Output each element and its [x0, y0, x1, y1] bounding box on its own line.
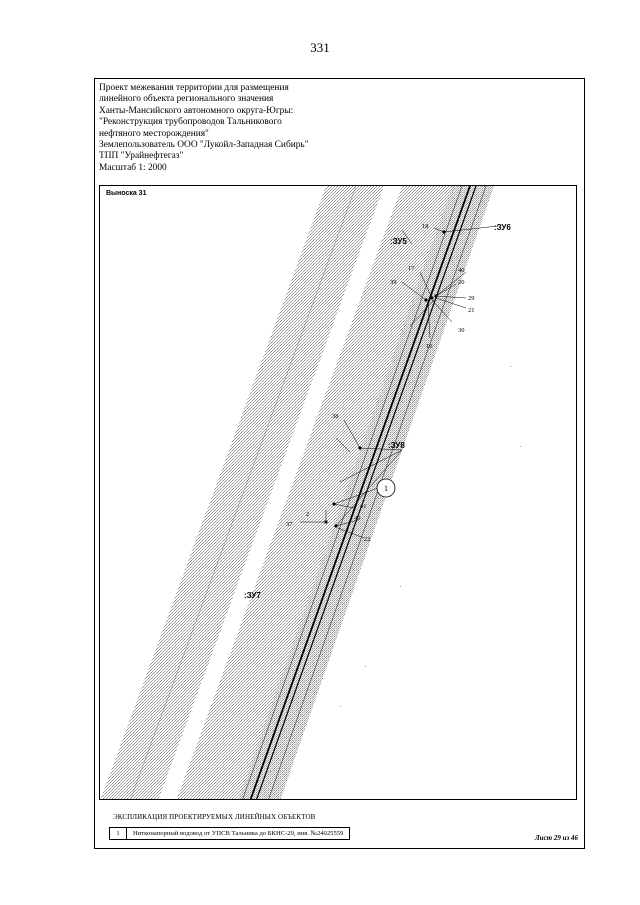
parcel-strip-left: [100, 186, 384, 799]
title-block: Проект межевания территории для размещен…: [99, 83, 309, 174]
point-label: 40: [458, 267, 465, 274]
drawing-sheet: Проект межевания территории для размещен…: [94, 78, 585, 849]
parcel-label-zu5: :ЗУ5: [390, 237, 407, 246]
point-label: 30: [458, 327, 465, 334]
sheet-number: Лист 29 из 46: [534, 834, 578, 842]
title-line: линейного объекта регионального значения: [99, 94, 274, 105]
pipeline-line: [256, 186, 477, 799]
leader-lines: [300, 225, 499, 539]
point-label: 41: [360, 503, 367, 510]
point-label: 49: [354, 515, 361, 522]
point-label: 22: [364, 536, 371, 543]
parcel-label-zu7: :ЗУ7: [244, 591, 261, 600]
point-label: 20: [458, 279, 465, 286]
point-label: 16: [426, 343, 433, 350]
title-line: "Реконструкция трубопроводов Тальниковог…: [99, 117, 282, 128]
map-inset: 1 :ЗУ5 :ЗУ6 :ЗУ7 :ЗУ8 18 17 39 40 20 29 …: [99, 185, 577, 800]
boundary-line: [130, 186, 357, 799]
speckle: [270, 306, 521, 772]
point-label: 21: [468, 307, 475, 314]
explication-row: 1 Нитконапорный водовод от УПСВ Тальника…: [109, 827, 351, 840]
point-label: 38: [332, 413, 339, 420]
organization-line: ТПП "Урайнефтегаз": [99, 151, 184, 162]
explication-row-number: 1: [110, 828, 127, 839]
scale-line: Масштаб 1: 2000: [99, 162, 167, 173]
explication-title: ЭКСПЛИКАЦИЯ ПРОЕКТИРУЕМЫХ ЛИНЕЙНЫХ ОБЪЕК…: [113, 813, 316, 821]
point-label: 2: [306, 511, 309, 518]
page-number: 331: [310, 40, 330, 55]
title-line: Проект межевания территории для размещен…: [99, 83, 289, 93]
land-user-line: Землепользователь ООО "Лукойл-Западная С…: [99, 140, 309, 151]
title-line: Ханты-Мансийского автономного округа-Югр…: [99, 105, 294, 116]
map-drawing: 1 :ЗУ5 :ЗУ6 :ЗУ7 :ЗУ8 18 17 39 40 20 29 …: [100, 186, 521, 799]
boundary-line: [242, 186, 463, 799]
boundary-line: [268, 186, 487, 799]
white-gap: [158, 186, 402, 799]
point-label: 18: [422, 223, 429, 230]
object-marker-circle: [376, 478, 396, 498]
parcel-label-zu6: :ЗУ6: [494, 223, 511, 232]
point-label: 29: [468, 295, 475, 302]
parcel-label-zu8: :ЗУ8: [388, 441, 405, 450]
point-label: 39: [390, 279, 397, 286]
pipeline-line: [249, 186, 471, 799]
object-marker-label: 1: [384, 484, 388, 493]
point-label: 37: [286, 521, 293, 528]
inset-title: Выноска 31: [106, 190, 147, 197]
point-label: 17: [408, 265, 415, 272]
title-line: нефтяного месторождения": [99, 128, 209, 139]
explication-row-description: Нитконапорный водовод от УПСВ Тальника д…: [133, 830, 344, 837]
